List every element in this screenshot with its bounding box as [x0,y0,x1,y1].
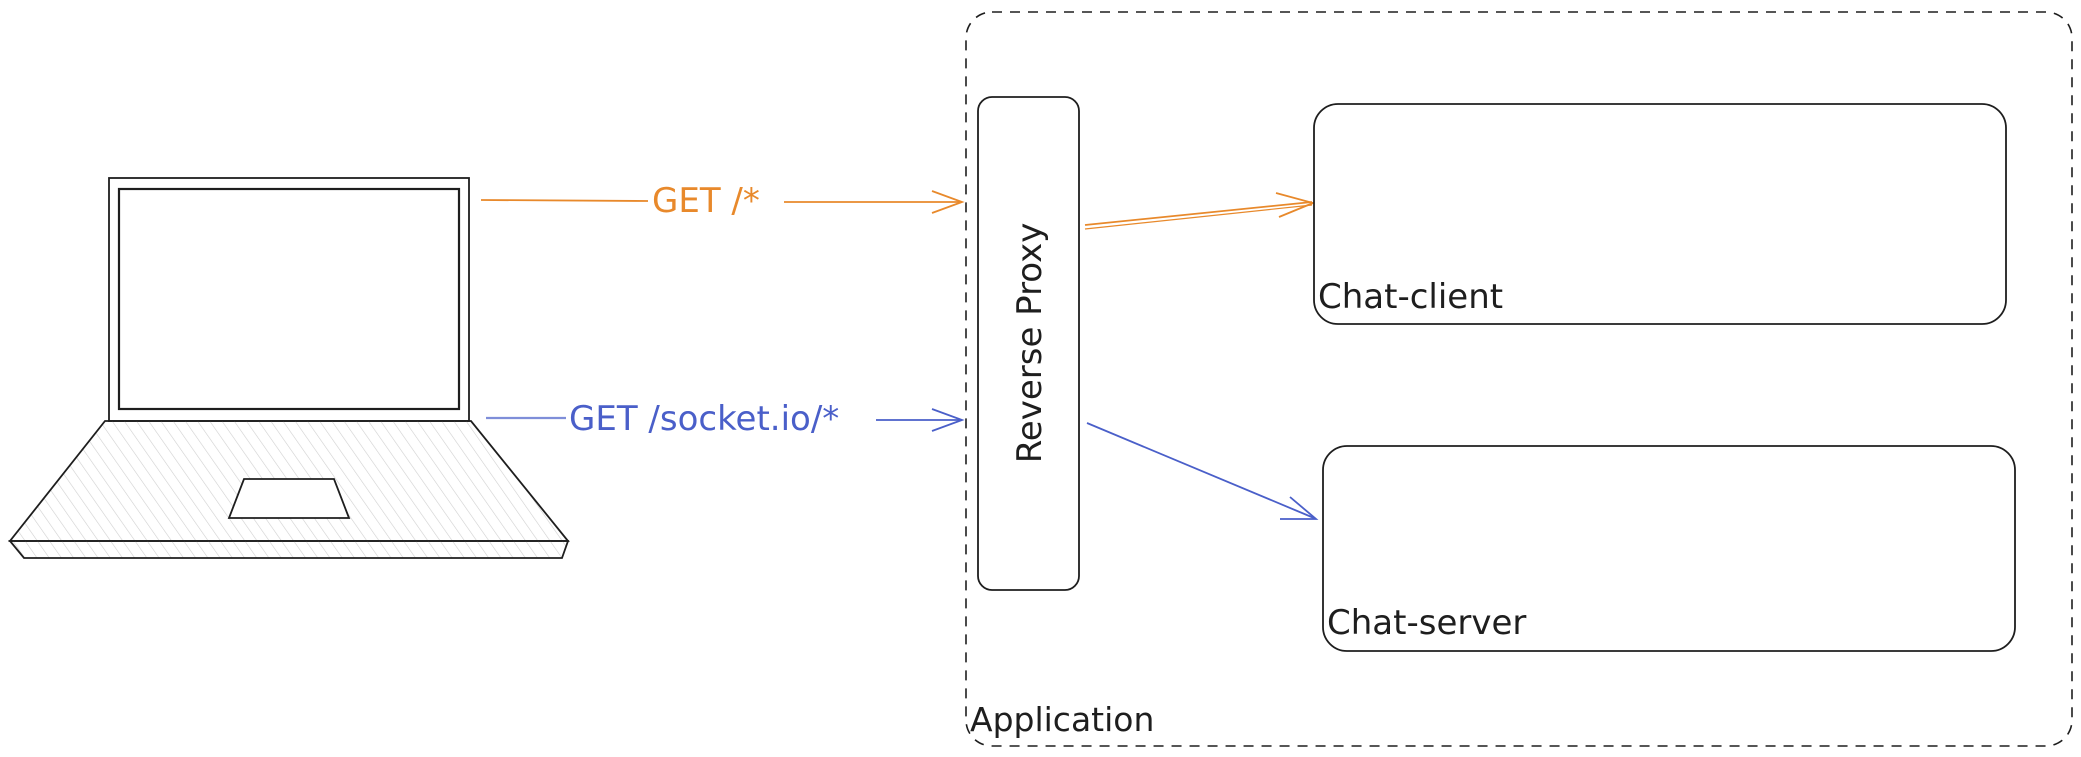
application-label: Application [970,700,1154,739]
chat-server-label: Chat-server [1327,603,1526,643]
edge-proxy-to-client [1084,192,1316,230]
chat-server-node: Chat-server [1322,445,2016,652]
chat-client-label: Chat-client [1318,277,1503,317]
edge-label-get-socket: GET /socket.io/* [569,399,839,439]
chat-client-node: Chat-client [1313,103,2007,325]
laptop-icon [8,177,570,559]
reverse-proxy-label: Reverse Proxy [1010,223,1050,464]
edge-get-socket: GET /socket.io/* [486,399,965,439]
edge-get-all: GET /* [480,181,965,221]
reverse-proxy-node: Reverse Proxy [977,96,1080,591]
edge-label-get-all: GET /* [652,181,760,221]
edge-proxy-to-server [1086,422,1319,520]
application-boundary: Application [965,11,2073,747]
